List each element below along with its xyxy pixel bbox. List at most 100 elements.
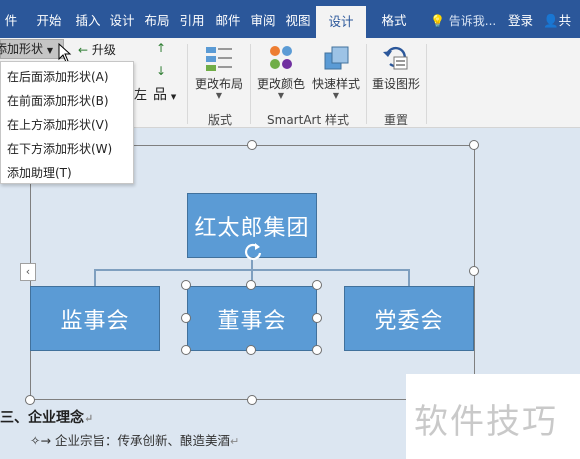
group-label-smartart-styles: SmartArt 样式 [267,113,349,127]
add-shape-button[interactable]: 添加形状 ▼ [0,39,64,59]
tab-insert[interactable]: 插入 [75,13,101,28]
quick-styles-label: 快速样式 [311,77,360,91]
reset-graphic-label: 重设图形 [371,77,420,91]
add-shape-dropdown-menu: 在后面添加形状(A) 在前面添加形状(B) 在上方添加形状(V) 在下方添加形状… [0,61,134,184]
connector-line [408,269,410,287]
move-up-button[interactable]: ↑ [156,41,166,55]
change-colors-button[interactable]: 更改颜色 ▼ [254,38,308,108]
heading-text: 三、企业理念 [0,410,84,426]
smartart-shape-top[interactable]: 红太郎集团 [187,193,317,258]
quick-styles-icon [324,46,349,70]
resize-handle[interactable] [469,140,479,150]
chevron-down-icon: ▼ [46,46,53,55]
menu-item-add-after[interactable]: 在后面添加形状(A) [7,70,109,84]
add-shape-label: 添加形状 [0,42,44,56]
person-icon: 👤 [543,13,559,28]
shape-text: 监事会 [60,308,130,334]
paragraph-text: 企业宗旨：传承创新、酿造美酒 [54,433,230,448]
watermark-text: 软件技巧 [414,402,558,442]
tell-me-text: 告诉我... [448,14,497,28]
tab-view[interactable]: 视图 [285,13,311,28]
arrow-up-icon: ↑ [156,41,167,55]
arrow-down-icon: ↓ [156,64,167,78]
shape-resize-handle[interactable] [246,280,256,290]
share-button[interactable]: 👤共 [543,0,571,38]
menu-item-add-above[interactable]: 在上方添加形状(V) [7,118,109,132]
watermark: 软件技巧 [406,374,580,459]
menu-item-add-assistant[interactable]: 添加助理(T) [7,166,72,180]
resize-handle[interactable] [25,395,35,405]
smartart-shape-right[interactable]: 党委会 [344,286,474,351]
paragraph-mark-icon: ↵ [84,412,94,425]
change-layout-label: 更改布局 [194,77,243,91]
layout-menu-button[interactable]: 品 ▼ [153,86,176,104]
tab-home[interactable]: 开始 [36,13,62,28]
resize-handle[interactable] [247,140,257,150]
shape-resize-handle[interactable] [181,313,191,323]
change-colors-label: 更改颜色 [256,77,305,91]
tab-smartart-format[interactable]: 格式 [381,13,407,28]
color-palette-icon [270,46,292,69]
tab-review[interactable]: 审阅 [250,13,276,28]
quick-styles-button[interactable]: 快速样式 ▼ [308,38,364,108]
menu-item-add-before[interactable]: 在前面添加形状(B) [7,94,109,108]
tab-references[interactable]: 引用 [179,13,205,28]
chevron-down-icon: ▼ [170,93,177,101]
shape-resize-handle[interactable] [312,280,322,290]
chevron-down-icon: ▼ [277,91,285,100]
shape-resize-handle[interactable] [181,345,191,355]
right-to-left-button[interactable]: 左 [134,86,147,104]
connector-line [251,258,253,270]
chevron-left-icon: ‹ [25,265,31,278]
connector-line [251,269,253,287]
text-pane-toggle[interactable]: ‹ [20,263,36,281]
group-separator [366,44,367,124]
shape-text: 红太郎集团 [194,215,310,241]
lightbulb-icon: 💡 [430,14,445,28]
tab-design[interactable]: 设计 [109,13,135,28]
group-label-reset: 重置 [383,113,408,127]
tab-file[interactable]: 件 [4,13,18,28]
smartart-shape-left[interactable]: 监事会 [30,286,160,351]
shape-resize-handle[interactable] [312,345,322,355]
shape-resize-handle[interactable] [246,345,256,355]
reset-graphic-icon [383,46,408,70]
rotate-handle-icon[interactable] [243,241,263,261]
document-paragraph: ✧→ 企业宗旨：传承创新、酿造美酒↵ [30,430,239,449]
shape-text: 董事会 [217,308,287,334]
tab-layout[interactable]: 布局 [144,13,170,28]
promote-button[interactable]: ← 升级 [78,41,116,59]
layout-gallery-icon [206,47,232,71]
tell-me-box[interactable]: 💡 告诉我... [430,0,496,38]
mouse-pointer-icon [58,43,72,63]
share-label: 共 [558,13,572,28]
shape-resize-handle[interactable] [181,280,191,290]
shape-resize-handle[interactable] [312,313,322,323]
resize-handle[interactable] [469,266,479,276]
tab-smartart-design[interactable]: 设计 [316,6,366,38]
group-separator [187,44,188,124]
resize-handle[interactable] [247,395,257,405]
arrow-left-icon: ← [78,43,89,57]
chevron-down-icon: ▼ [215,91,223,100]
group-separator [426,44,427,124]
reset-graphic-button[interactable]: 重设图形 [368,38,424,108]
paragraph-mark-icon: ↵ [229,435,240,448]
bullet-icon: ✧→ [30,433,51,448]
ribbon-tab-bar: 件 开始 插入 设计 布局 引用 邮件 审阅 视图 设计 格式 💡 告诉我...… [0,0,580,38]
chevron-down-icon: ▼ [332,91,340,100]
move-down-button[interactable]: ↓ [156,64,166,78]
connector-line [94,269,96,287]
change-layout-button[interactable]: 更改布局 ▼ [190,38,248,108]
login-button[interactable]: 登录 [508,13,534,28]
menu-item-add-below[interactable]: 在下方添加形状(W) [7,142,113,156]
smartart-shape-middle[interactable]: 董事会 [187,286,317,351]
group-label-layouts: 版式 [207,113,232,127]
layout-left-label: 左 [134,88,148,103]
shape-text: 党委会 [374,308,444,334]
tab-mailings[interactable]: 邮件 [215,13,241,28]
org-chart-icon: 品 [153,87,167,103]
section-heading: 三、企业理念↵ [0,407,93,427]
smartart-tools-context-strip [316,0,430,6]
group-separator [250,44,251,124]
